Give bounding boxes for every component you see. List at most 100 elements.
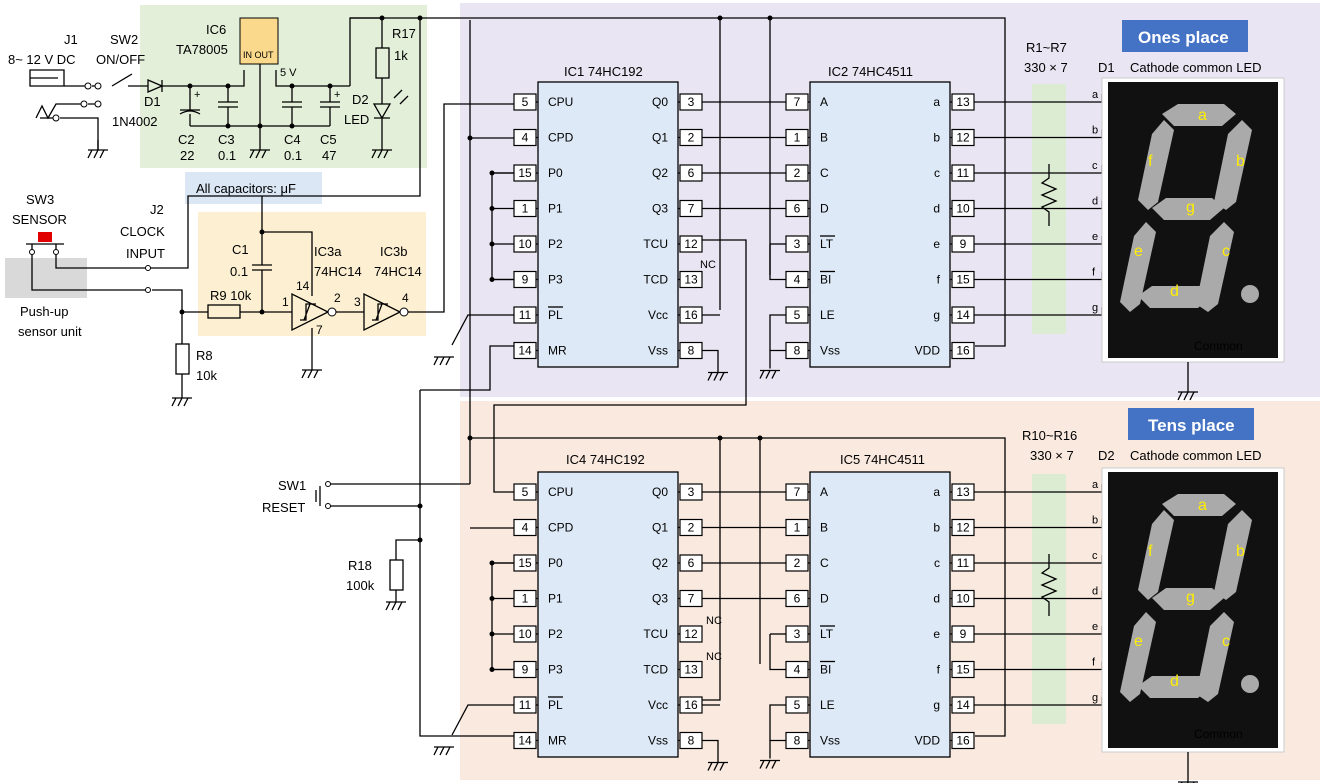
ones-segment-c-label: c — [1222, 243, 1230, 260]
ones-segment-a-label: a — [1198, 107, 1207, 124]
tens-counter-pin-q0-name: Q0 — [652, 485, 668, 499]
junction-dot — [489, 241, 495, 247]
tens-common-ground — [1178, 781, 1198, 783]
ones-counter-pin-5-box — [513, 93, 537, 111]
wire — [702, 349, 719, 373]
ones-decoder-body — [809, 81, 951, 368]
ones-segment-d — [1138, 286, 1212, 308]
wire — [765, 760, 771, 769]
tens-decoder-pin-16-box — [951, 731, 975, 750]
tens-decoder-pin-e-name: e — [933, 627, 940, 641]
ones-segment-b-label: b — [1236, 153, 1245, 170]
tens-counter-p-ground — [433, 746, 454, 756]
ones-segment-g-label: g — [1186, 199, 1195, 216]
ones-decoder-pin-6-number: 6 — [794, 202, 801, 216]
ones-decoder-pin-d-name: d — [933, 202, 940, 216]
ones-counter-pin-7-number: 7 — [688, 202, 695, 216]
tens-decoder-pin-f-name: f — [937, 663, 941, 677]
tens-counter-pin-vss-name: Vss — [648, 734, 668, 748]
tens-decoder-pin-16-number: 16 — [956, 734, 970, 748]
ones-decimal-point — [1241, 285, 1259, 303]
tens-counter-pin-mr-name: MR — [548, 734, 567, 748]
wire — [451, 314, 514, 346]
tens-seg-line-f-label: f — [1092, 657, 1096, 669]
tens-counter-pin-q2-name: Q2 — [652, 556, 668, 570]
ones-decoder-pin-vss-name: Vss — [820, 344, 840, 358]
wire — [1183, 391, 1189, 401]
tens-decoder-pin-10-number: 10 — [956, 592, 970, 606]
tens-counter-pin-8-number: 8 — [688, 734, 695, 748]
wire — [759, 760, 765, 769]
ones-counter-pin-tcu-name: TCU — [643, 237, 668, 251]
tens-seg-line-c-label: c — [1092, 550, 1098, 562]
ones-decoder-pin-b-name: B — [820, 131, 828, 145]
ones-counter-pin-14-number: 14 — [518, 344, 532, 358]
ones-decoder-pin-9-number: 9 — [960, 237, 967, 251]
wire — [493, 239, 747, 493]
tens-counter-pin-5-number: 5 — [522, 485, 529, 499]
tens-counter-pin-7-number: 7 — [688, 592, 695, 606]
ones-counter-pin-p3-name: P3 — [548, 273, 563, 287]
ones-decoder-pin-13-number: 13 — [956, 95, 970, 109]
ones-segment-e-label: e — [1134, 243, 1143, 260]
tens-counter-pin-12-number: 12 — [684, 627, 698, 641]
tens-counter-pin-tcd-name: TCD — [643, 663, 668, 677]
ones-decoder-pin-16-number: 16 — [956, 344, 970, 358]
ones-decoder-pin-e-name: e — [933, 237, 940, 251]
ones-decoder-pin-11-number: 11 — [957, 166, 970, 180]
wire — [433, 746, 439, 756]
ones-counter-pin-2-number: 2 — [688, 131, 695, 145]
ones-segment-e — [1120, 222, 1156, 312]
ones-counter-p-ground — [433, 356, 454, 366]
tens-decoder-pin-vdd-name: VDD — [915, 734, 941, 748]
ones-counter-pin-10-number: 10 — [518, 237, 532, 251]
tens-seg-line-e-label: e — [1092, 621, 1098, 633]
ones-decoder-pin-15-number: 15 — [956, 273, 970, 287]
ones-counter-pin-mr-name: MR — [548, 344, 567, 358]
tens-counter-pin-tcu-name: TCU — [643, 627, 668, 641]
tens-counter-pin-vcc-name: Vcc — [648, 698, 668, 712]
tens-seg-line-d-label: d — [1092, 586, 1098, 598]
tens-segment-g-label: g — [1186, 589, 1195, 606]
ones-decoder-pin-f-name: f — [937, 273, 941, 287]
tens-segment-d — [1138, 676, 1212, 698]
tens-decoder-pin-4-number: 4 — [794, 663, 801, 677]
ones-counter-pin-p1-name: P1 — [548, 202, 563, 216]
tens-decimal-point — [1241, 675, 1259, 693]
ones-counter-pin-cpd-name: CPD — [548, 131, 574, 145]
tens-decoder-pin-bi-name: BI — [820, 663, 831, 677]
ones-decoder-pin-14-number: 14 — [956, 308, 970, 322]
ones-segment-f-label: f — [1148, 153, 1153, 170]
ones-counter-pin-13-number: 13 — [684, 273, 698, 287]
tens-counter-pin-14-number: 14 — [518, 734, 532, 748]
tens-decoder-pin-c-name: c — [934, 556, 940, 570]
tens-decoder-pin-13-number: 13 — [956, 485, 970, 499]
ones-counter-pin-vss-name: Vss — [648, 344, 668, 358]
tens-counter-body — [537, 471, 679, 758]
tens-segment-d-label: d — [1170, 673, 1179, 690]
ones-segment-g — [1152, 198, 1224, 220]
wire — [1040, 164, 1058, 226]
wire — [707, 762, 713, 771]
tens-counter-pin-pl-name: PL — [548, 698, 563, 712]
wire — [769, 634, 786, 671]
ones-seg-line-b-label: b — [1092, 125, 1098, 137]
ones-counter-pin-4-box — [513, 128, 537, 147]
tens-decoder-pin-b-name: B — [820, 521, 828, 535]
ones-decoder-pin-bi-name: BI — [820, 273, 831, 287]
ones-counter-pin-p2-name: P2 — [548, 237, 563, 251]
ones-decoder-pin-a-name: a — [933, 95, 940, 109]
power-grounds — [87, 140, 392, 159]
tens-decoder-pin-9-number: 9 — [960, 627, 967, 641]
ones-decoder-pin-d-name: D — [820, 202, 829, 216]
wire — [713, 372, 719, 381]
wire — [769, 314, 786, 351]
tens-segment-f-label: f — [1148, 543, 1153, 560]
wire — [439, 746, 445, 756]
tens-decoder-pin-11-number: 11 — [957, 556, 970, 570]
wire — [445, 746, 451, 756]
ones-counter-pin-4-number: 4 — [522, 131, 529, 145]
junction-dot — [489, 631, 495, 637]
sensor-button-cap — [38, 232, 52, 242]
